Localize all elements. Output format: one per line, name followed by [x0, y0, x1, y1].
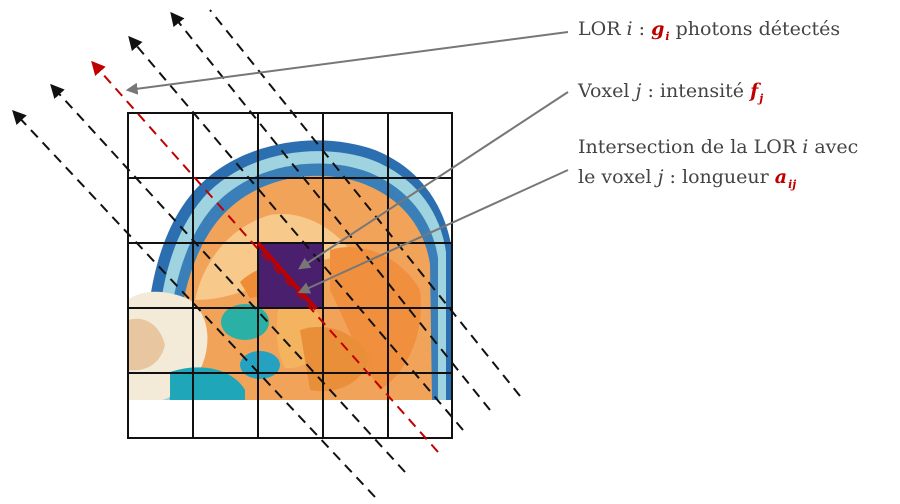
lor-label-index: i — [626, 18, 633, 40]
voxel-label-prefix: Voxel — [578, 80, 636, 102]
lor-line-2 — [50, 83, 406, 473]
intersection-line2-index: j — [657, 166, 664, 188]
lor-label-sep: : — [632, 18, 652, 40]
lor-line-3 — [128, 35, 464, 431]
intersection-symbol-a: a — [774, 166, 788, 188]
lor-label-prefix: LOR — [578, 18, 627, 40]
intersection-label-line1: Intersection de la LOR i avec — [578, 135, 858, 159]
voxel-label: Voxel j : intensité fj — [578, 79, 763, 106]
pointer-arrows — [125, 31, 569, 294]
intersection-line2-sep: : longueur — [663, 166, 775, 188]
lor-symbol-sub: i — [665, 30, 670, 43]
intersection-line1-index: i — [802, 136, 809, 158]
voxel-label-index: j — [635, 80, 642, 102]
lor-line-1 — [12, 109, 376, 498]
voxel-pointer-arrow — [297, 91, 569, 270]
intersection-line1-prefix: Intersection de la LOR — [578, 136, 803, 158]
lor-label: LOR i : gi photons détectés — [578, 17, 840, 44]
intersection-segment — [256, 241, 318, 311]
lor-line-5 — [209, 9, 521, 397]
voxel-symbol-f: f — [750, 80, 759, 102]
lor-label-suffix: photons détectés — [669, 18, 841, 40]
lor-symbol-g: g — [651, 18, 665, 40]
intersection-label-line2: le voxel j : longueur aij — [578, 165, 796, 192]
voxel-symbol-sub: j — [759, 92, 764, 105]
voxel-label-sep: : intensité — [641, 80, 751, 102]
lor-pointer-arrow — [125, 31, 569, 95]
intersection-symbol-sub: ij — [788, 178, 797, 191]
intersection-line1-suffix: avec — [808, 136, 859, 158]
intersection-pointer-arrow — [297, 169, 569, 294]
lines-of-response — [12, 9, 521, 498]
lor-line-i — [91, 60, 439, 453]
intersection-line2-prefix: le voxel — [578, 166, 658, 188]
voxel-grid — [127, 112, 453, 439]
